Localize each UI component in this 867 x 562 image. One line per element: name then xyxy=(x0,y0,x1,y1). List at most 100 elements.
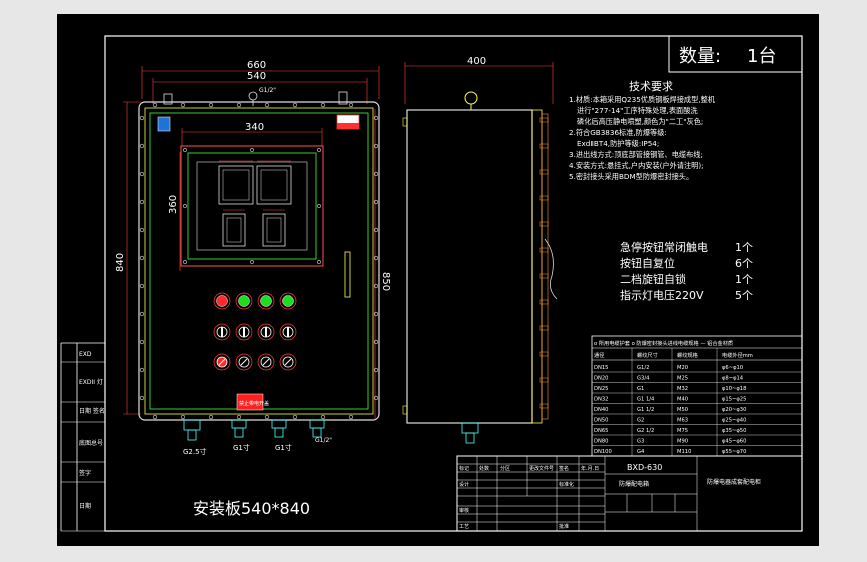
push-button-ring xyxy=(279,323,297,341)
bolt xyxy=(373,171,379,177)
selector-ring xyxy=(279,353,297,371)
cable-table-cell: φ55~φ70 xyxy=(722,449,746,455)
cable-table-cell: φ15~φ25 xyxy=(722,397,746,403)
cable-table-cell: G4 xyxy=(637,449,645,455)
dim-340: 340 xyxy=(245,122,264,133)
bolt xyxy=(139,311,145,317)
title-block-header: 分区 xyxy=(500,465,510,472)
cable-table-cell: M90 xyxy=(677,439,688,445)
tech-line: 2.符合GB3836标准,防爆等级: xyxy=(569,128,667,137)
mounting-plate xyxy=(149,112,369,410)
selector-switch xyxy=(238,356,250,368)
selector-ring xyxy=(257,353,275,371)
cable-table-cell: G1 xyxy=(637,386,644,392)
selector-pointer xyxy=(218,358,226,366)
margin-label: EXD xyxy=(79,351,92,358)
cable-table-header: 螺纹尺寸 xyxy=(637,351,658,359)
bolt xyxy=(139,283,145,289)
side-view: 400 xyxy=(402,56,558,444)
cable-table-cell: G3 xyxy=(637,439,644,445)
bolt xyxy=(180,414,186,420)
drawing-frame xyxy=(104,35,803,532)
push-button-mark xyxy=(243,327,245,337)
indicator-light-ring xyxy=(235,292,253,310)
indicator-light xyxy=(282,295,294,307)
meter-window-3 xyxy=(222,213,246,247)
indicator-light xyxy=(238,295,250,307)
cable-table-header: 通径 xyxy=(594,351,604,359)
selector-switch xyxy=(260,356,272,368)
indicator-light-ring xyxy=(213,292,231,310)
top-gland-label: G1/2" xyxy=(259,87,276,94)
cable-table-cell: DN40 xyxy=(594,407,608,413)
dim-840: 840 xyxy=(115,253,126,272)
bolt xyxy=(292,414,298,420)
gland-label-extra: G1/2" xyxy=(315,437,332,444)
window-bolts xyxy=(183,148,321,264)
bolt xyxy=(317,148,321,152)
title-block-row: 设计 xyxy=(459,481,469,488)
ex-nameplate xyxy=(157,116,171,132)
cable-table-cell: DN25 xyxy=(594,386,608,392)
bolt xyxy=(373,255,379,261)
tech-line: 5.密封接头采用BDM型防爆密封接头。 xyxy=(569,172,693,181)
side-bolt xyxy=(539,325,549,331)
tech-line: 进行"277-14"工序特殊处理,表面酸洗 xyxy=(577,106,698,115)
cable-spec-table: o 所用电缆护套 o 防爆密封接头进线电缆规格 — 铝合金材质 通径 螺纹尺寸 螺纹… xyxy=(591,335,803,457)
bolt xyxy=(139,171,145,177)
indicator-light xyxy=(260,295,272,307)
bolt xyxy=(264,414,270,420)
drawing-name: 防爆配电箱 xyxy=(619,480,649,488)
indicator-light-ring xyxy=(257,292,275,310)
bolt xyxy=(373,115,379,121)
dim-400: 400 xyxy=(467,56,486,67)
bolt xyxy=(208,414,214,420)
cable-table-cell: G2 xyxy=(637,418,644,424)
bolt xyxy=(250,148,254,152)
bolt xyxy=(183,204,187,208)
bolt xyxy=(139,115,145,121)
meter-window-2 xyxy=(256,165,292,205)
operator-devices xyxy=(213,292,297,371)
dim-540: 540 xyxy=(247,71,266,82)
gland-label-right: G1寸 xyxy=(275,443,292,452)
title-block-header: 年.月.日 xyxy=(581,465,599,472)
tech-line: 4.安装方式:悬挂式,户内安装(户外请注明); xyxy=(569,161,704,170)
cable-table-cell: G2 1/2 xyxy=(637,428,654,434)
product-label xyxy=(236,393,264,411)
side-bolt xyxy=(539,403,549,409)
enclosure-flange xyxy=(144,107,374,415)
bolt xyxy=(236,414,242,420)
bolt xyxy=(139,199,145,205)
cable-table-caption: o 所用电缆护套 o 防爆密封接头进线电缆规格 — 铝合金材质 xyxy=(594,339,733,347)
cable-table-cell: DN50 xyxy=(594,418,608,424)
meter-window-4 xyxy=(262,213,286,247)
enclosure-outline xyxy=(138,101,380,421)
bolt xyxy=(183,148,187,152)
model-number: BXD-630 xyxy=(627,463,662,472)
indicator-light-ring xyxy=(279,292,297,310)
tech-line: 磷化后高压静电喷塑,颜色为"二工"灰色; xyxy=(577,117,703,126)
side-bolt xyxy=(539,377,549,383)
selector-pointer xyxy=(284,358,292,366)
cable-table-cell: M20 xyxy=(677,365,688,371)
panel-caption: 安装板540*840 xyxy=(193,499,310,518)
side-bolt xyxy=(539,299,549,305)
cable-table-header: 螺纹规格 xyxy=(677,351,699,359)
product-label-text: 禁止带电开盖 xyxy=(239,400,269,407)
bolt xyxy=(208,102,214,108)
margin-label: 底图总号 xyxy=(79,439,103,447)
bolt xyxy=(180,102,186,108)
bolt xyxy=(139,227,145,233)
title-block-header: 标记 xyxy=(459,465,469,472)
title-block-col: 批准 xyxy=(559,523,569,530)
bolt xyxy=(139,143,145,149)
component-list: 急停按钮常闭触电 1个 按钮自复位 6个 二档旋钮自锁 1个 指示灯电压220V… xyxy=(620,240,753,302)
bolt xyxy=(139,395,145,401)
cable-table-cell: DN100 xyxy=(594,449,612,455)
bolt xyxy=(348,102,354,108)
product-name: 防爆电器成套配电柜 xyxy=(707,478,761,486)
cable-table-cell: G3/4 xyxy=(637,376,650,382)
dim-660: 660 xyxy=(247,60,266,71)
bolt xyxy=(320,102,326,108)
